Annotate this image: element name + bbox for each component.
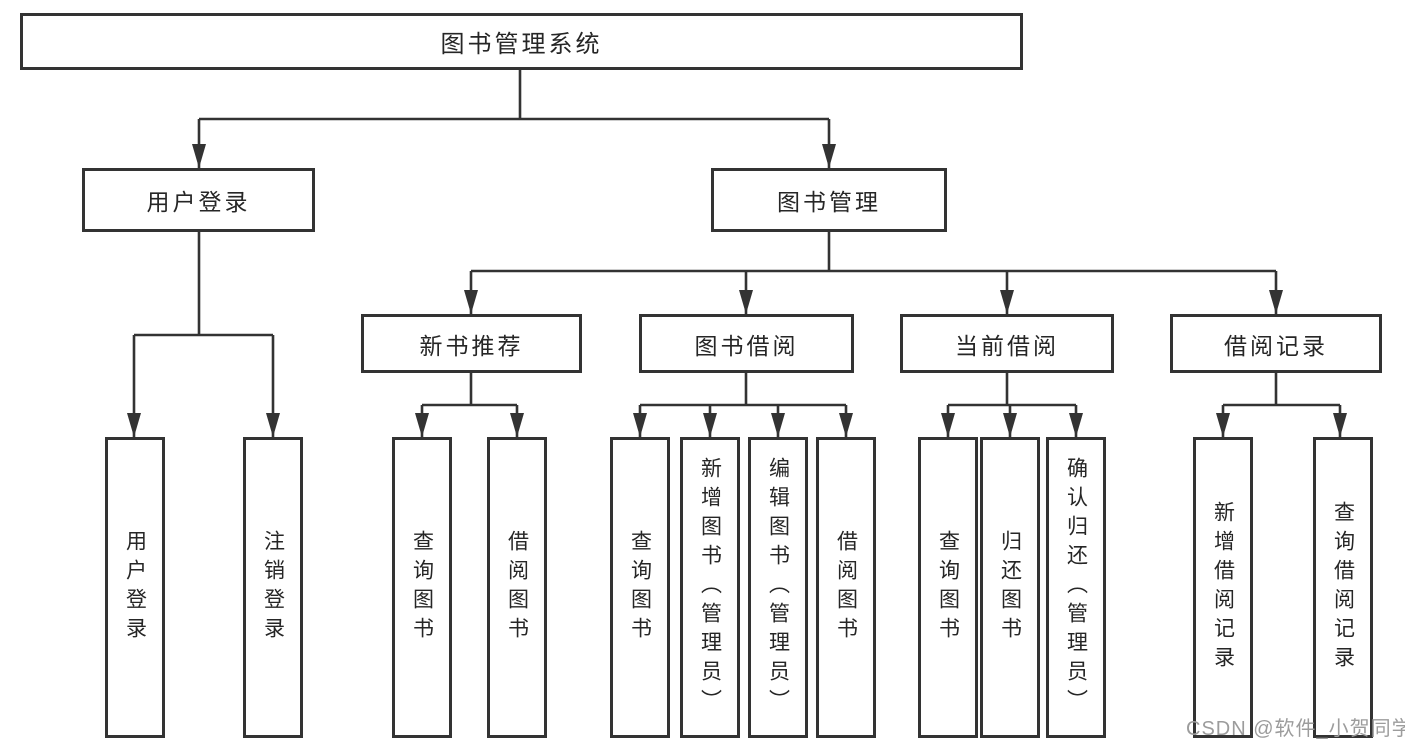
node-current-borrow: 当前借阅	[900, 314, 1114, 373]
node-leaf-logout-label: 注销登录	[261, 529, 285, 646]
node-leaf-borrow-books-recommend: 借阅图书	[487, 437, 547, 738]
node-new-book-recommend: 新书推荐	[361, 314, 582, 373]
node-book-management: 图书管理	[711, 168, 947, 232]
node-leaf-user-login: 用户登录	[105, 437, 165, 738]
node-leaf-confirm-return-admin-label: 确认归还（管理员）	[1064, 457, 1088, 718]
csdn-watermark: CSDN @软件_小贺同学	[1186, 718, 1405, 740]
node-leaf-query-books-current-label: 查询图书	[936, 529, 960, 646]
node-leaf-edit-books-admin: 编辑图书（管理员）	[748, 437, 808, 738]
connector-book-management-branch	[464, 231, 1283, 314]
node-leaf-borrow-books-recommend-label: 借阅图书	[505, 529, 529, 646]
node-library-management-system: 图书管理系统	[20, 13, 1023, 70]
connector-root-branch	[192, 69, 836, 168]
node-leaf-add-books-admin-label: 新增图书（管理员）	[698, 457, 722, 718]
node-leaf-borrow-books: 借阅图书	[816, 437, 876, 738]
node-leaf-logout: 注销登录	[243, 437, 303, 738]
node-leaf-borrow-books-label: 借阅图书	[834, 529, 858, 646]
connector-borrow-record-branch	[1216, 372, 1347, 437]
node-leaf-query-books-recommend: 查询图书	[392, 437, 452, 738]
connector-user-login-branch	[127, 231, 280, 437]
node-book-borrow: 图书借阅	[639, 314, 854, 373]
connector-book-borrow-branch	[633, 372, 853, 437]
node-leaf-add-books-admin: 新增图书（管理员）	[680, 437, 740, 738]
node-leaf-user-login-label: 用户登录	[123, 529, 147, 646]
node-leaf-return-books: 归还图书	[980, 437, 1040, 738]
node-leaf-query-books-recommend-label: 查询图书	[410, 529, 434, 646]
node-leaf-query-books-current: 查询图书	[918, 437, 978, 738]
node-leaf-edit-books-admin-label: 编辑图书（管理员）	[766, 457, 790, 718]
node-leaf-query-books-borrow: 查询图书	[610, 437, 670, 738]
connector-current-borrow-branch	[941, 372, 1083, 437]
node-borrow-record: 借阅记录	[1170, 314, 1382, 373]
node-leaf-add-borrow-record: 新增借阅记录	[1193, 437, 1253, 738]
connector-new-book-branch	[415, 372, 524, 437]
node-user-login: 用户登录	[82, 168, 315, 232]
node-leaf-query-borrow-record: 查询借阅记录	[1313, 437, 1373, 738]
node-leaf-return-books-label: 归还图书	[998, 529, 1022, 646]
node-leaf-query-books-borrow-label: 查询图书	[628, 529, 652, 646]
node-leaf-confirm-return-admin: 确认归还（管理员）	[1046, 437, 1106, 738]
node-leaf-query-borrow-record-label: 查询借阅记录	[1331, 500, 1355, 675]
node-leaf-add-borrow-record-label: 新增借阅记录	[1211, 500, 1235, 675]
